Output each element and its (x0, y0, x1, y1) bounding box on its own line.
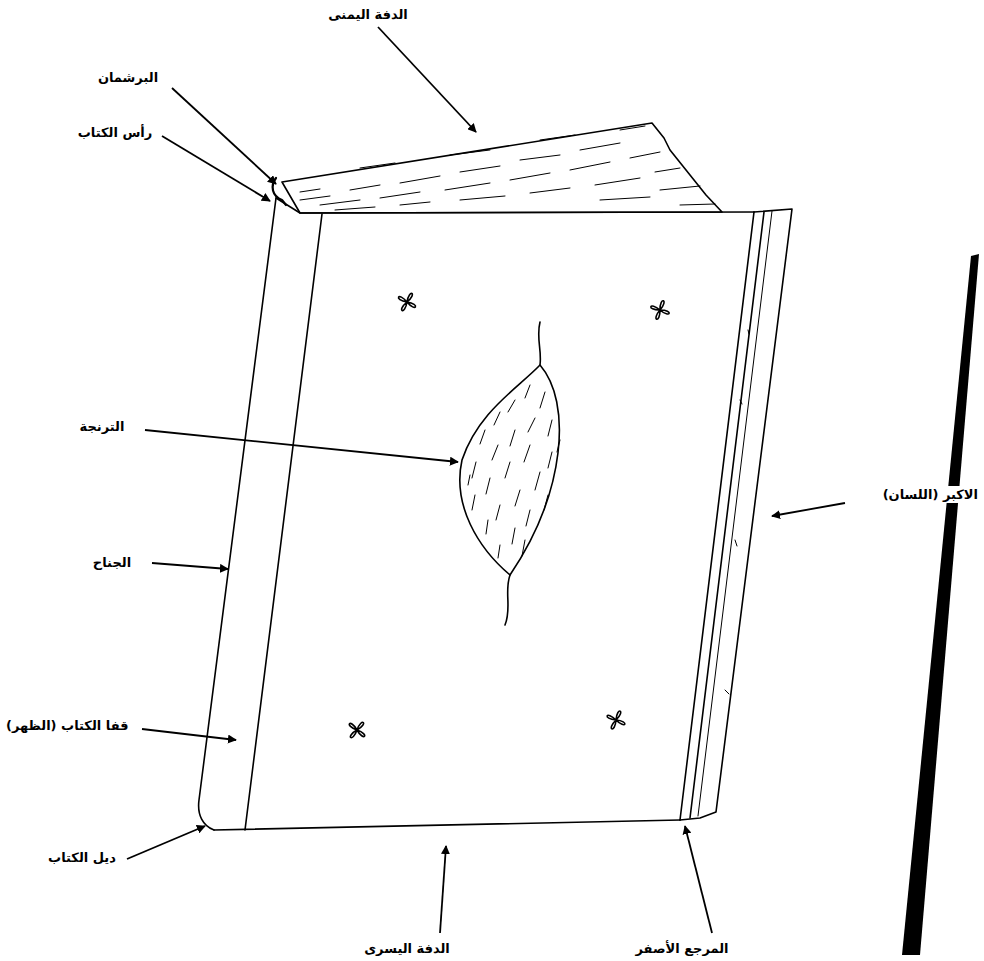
spine-edge (199, 198, 276, 830)
leader-arrow (378, 27, 476, 132)
leader-arrow (145, 430, 458, 462)
part-label: الجناح (91, 554, 133, 571)
cover-right-edge (680, 212, 754, 820)
page-block (282, 123, 722, 213)
medallion-hatching (468, 385, 560, 558)
leader-arrow (685, 826, 712, 933)
leader-arrow (162, 136, 270, 201)
part-label: المرجع الأصفر (633, 940, 730, 957)
part-label: ديل الكتاب (46, 849, 118, 866)
part-label: الترنجة (78, 418, 127, 435)
leader-arrow (127, 826, 205, 859)
flap-line (698, 211, 772, 816)
corner-ornament (343, 716, 370, 743)
medallion (460, 365, 560, 575)
leader-arrow (172, 88, 276, 184)
cover-bottom-edge (214, 820, 680, 830)
flap-outline (680, 209, 792, 820)
flap-marks (725, 330, 749, 694)
leader-arrow (142, 729, 236, 740)
cover-top-edge (276, 198, 754, 213)
leader-arrow (772, 503, 845, 516)
page-edge-lines (300, 126, 715, 210)
part-label: رأس الكتاب (76, 124, 155, 141)
medallion-stems (505, 322, 540, 625)
corner-ornament (648, 298, 673, 323)
part-label: الاكبر (اللسان) (881, 486, 980, 503)
leader-arrow (440, 846, 446, 933)
hinge-line (245, 214, 322, 830)
part-label: الدفة اليسرى (362, 940, 452, 957)
part-label: الدفة اليمنى (326, 6, 410, 23)
leader-arrow (152, 563, 228, 569)
part-label: قفا الكتاب (الظهر) (4, 717, 131, 734)
part-label: البرشمان (96, 69, 160, 86)
black-bar (902, 254, 979, 955)
corner-ornament (603, 707, 629, 733)
corner-ornament (394, 289, 421, 316)
